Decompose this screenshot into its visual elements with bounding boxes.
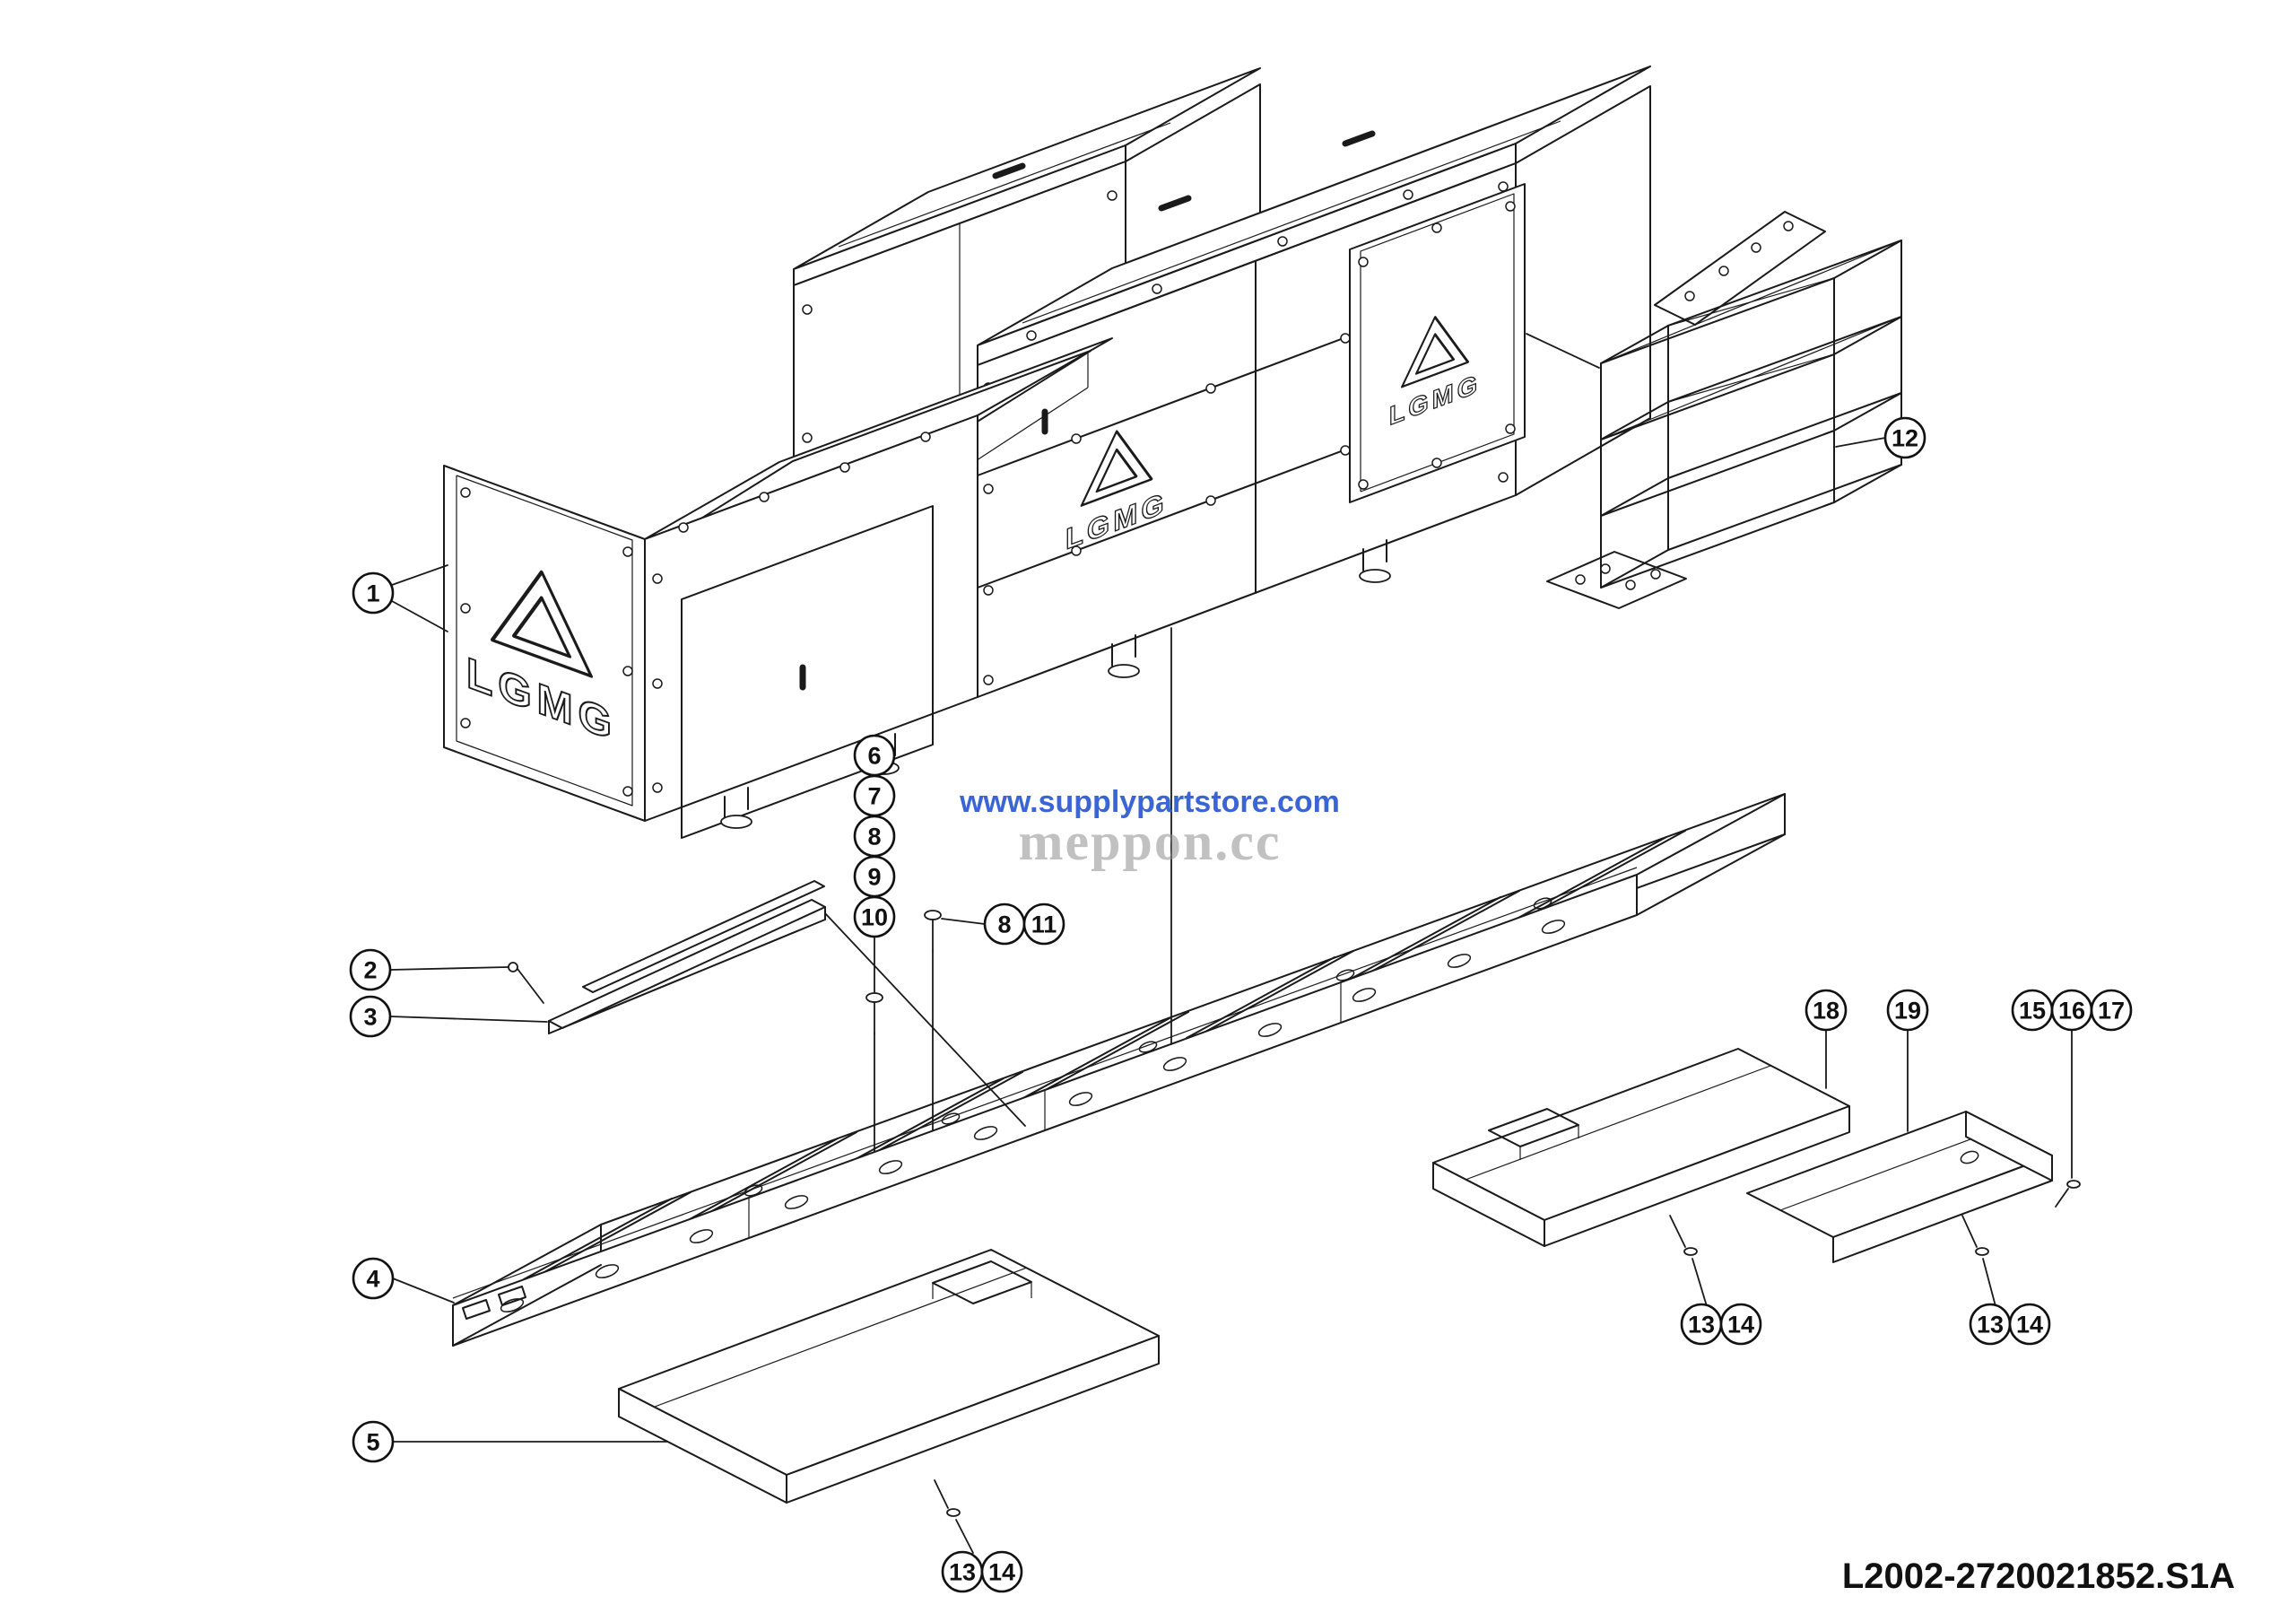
callout-12: 12 [1883,416,1926,459]
open-box-section: LGMG [443,337,1113,839]
watermark-line1: www.supplypartstore.com [959,785,1340,819]
svg-text:17: 17 [2098,998,2125,1025]
svg-text:19: 19 [1894,998,1921,1025]
svg-text:7: 7 [867,783,881,810]
callout-13b: 13 [1969,1303,2012,1346]
frame-cross-members [523,830,1686,1280]
svg-text:15: 15 [2019,998,2046,1025]
watermark: meppon.cc www.supplypartstore.com [959,785,1340,871]
bolt-icon [508,962,544,1004]
mount-rail-strips [548,880,826,1034]
callout-5: 5 [352,1420,395,1463]
svg-text:3: 3 [363,1004,377,1031]
svg-text:8: 8 [867,824,881,850]
callout-1: 1 [352,571,395,615]
svg-text:14: 14 [2016,1312,2043,1339]
svg-text:6: 6 [867,743,881,770]
svg-text:13: 13 [949,1559,976,1586]
screw-icon [934,1479,961,1517]
callout-8: 8 [853,815,896,858]
svg-text:4: 4 [366,1266,379,1293]
callouts: 1 2 3 4 5 6 7 8 9 10 8 11 12 13 14 13 14… [349,416,2133,1593]
callout-15: 15 [2011,989,2054,1032]
callout-7: 7 [853,774,896,817]
screw-icon [1961,1215,1989,1256]
watermark-line2: meppon.cc [1019,812,1282,871]
svg-text:5: 5 [366,1429,379,1456]
svg-text:9: 9 [867,864,881,891]
svg-text:14: 14 [988,1559,1015,1586]
svg-text:14: 14 [1727,1312,1754,1339]
battery-cage [1546,211,1902,609]
callout-18: 18 [1805,989,1848,1032]
callout-16: 16 [2050,989,2093,1032]
callout-10: 10 [853,895,896,938]
callout-4: 4 [352,1257,395,1300]
callout-13c: 13 [941,1550,984,1593]
fastener-icons [508,910,2081,1517]
svg-text:18: 18 [1813,998,1839,1025]
svg-text:8: 8 [997,911,1011,938]
bolt-icon [924,910,942,952]
svg-text:13: 13 [1688,1312,1715,1339]
callout-19: 19 [1886,989,1929,1032]
svg-text:10: 10 [861,904,888,931]
part-code-label: L2002-2720021852.S1A [1842,1557,2235,1596]
svg-text:16: 16 [2058,998,2085,1025]
callout-17: 17 [2090,989,2133,1032]
bolt-icon [865,992,883,1034]
svg-text:12: 12 [1892,425,1918,452]
svg-text:2: 2 [363,957,377,984]
callout-13a: 13 [1680,1303,1723,1346]
callout-2: 2 [349,948,392,991]
callout-11: 11 [1022,903,1065,946]
screw-icon [1669,1215,1698,1256]
callout-14b: 14 [2008,1303,2051,1346]
svg-text:11: 11 [1031,911,1057,938]
callout-9: 9 [853,855,896,898]
leader-lines [389,333,2073,1554]
center-guard [1432,1048,1850,1247]
right-guard [1746,1111,2053,1263]
main-box-assembly: LGMG [443,65,1651,839]
callout-8b: 8 [983,903,1026,946]
screw-icon [2055,1180,2081,1208]
bottom-guard [618,1249,1160,1504]
callout-14c: 14 [980,1550,1023,1593]
detached-side-panel: LGMG [1349,183,1526,503]
callout-14a: 14 [1719,1303,1762,1346]
svg-text:1: 1 [366,580,379,607]
chassis-frame [452,793,1786,1347]
callout-6: 6 [853,734,896,777]
callout-3: 3 [349,995,392,1038]
svg-text:13: 13 [1977,1312,2004,1339]
